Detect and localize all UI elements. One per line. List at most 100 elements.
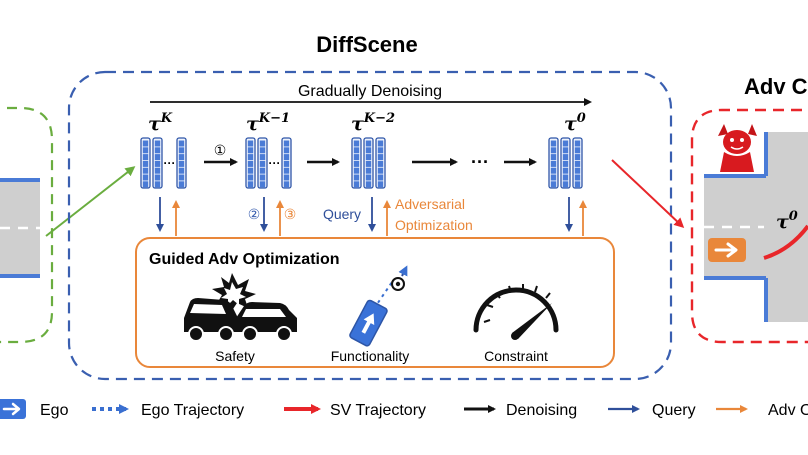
trajectory-token xyxy=(377,160,384,167)
trajectory-token xyxy=(154,140,161,147)
trajectory-token xyxy=(365,181,372,188)
trajectory-token xyxy=(353,140,360,147)
tau-0-label: τ0 xyxy=(564,111,586,135)
trajectory-token xyxy=(259,181,266,188)
trajectory-token xyxy=(365,147,372,154)
trajectory-token xyxy=(353,181,360,188)
trajectory-token xyxy=(562,167,569,174)
adv-opt-arrows xyxy=(172,200,587,236)
right-tau-label: τ0 xyxy=(776,209,798,233)
token-ellipsis: ··· xyxy=(269,156,281,170)
trajectory-token xyxy=(353,147,360,154)
trajectory-token xyxy=(283,140,290,147)
trajectory-token xyxy=(154,181,161,188)
functionality-label: Functionality xyxy=(331,348,410,364)
trajectory-token xyxy=(562,160,569,167)
tau-k-minus-2-label: τK−2 xyxy=(351,111,395,135)
trajectory-token xyxy=(562,181,569,188)
trajectory-token xyxy=(154,160,161,167)
trajectory-token xyxy=(574,181,581,188)
trajectory-stacks: ··· ··· xyxy=(140,137,583,189)
trajectory-token xyxy=(562,154,569,161)
trajectory-token xyxy=(574,167,581,174)
diagram-title: DiffScene xyxy=(316,32,417,57)
trajectory-token xyxy=(365,160,372,167)
safety-label: Safety xyxy=(215,348,255,364)
trajectory-token xyxy=(154,167,161,174)
trajectory-token xyxy=(259,154,266,161)
trajectory-token xyxy=(178,167,185,174)
legend-ego-icon xyxy=(0,399,26,419)
trajectory-token xyxy=(178,174,185,181)
trajectory-token xyxy=(574,174,581,181)
denoising-label: Gradually Denoising xyxy=(298,83,442,100)
functionality-icon xyxy=(349,265,408,347)
speedometer-icon xyxy=(473,284,559,340)
trajectory-token xyxy=(574,140,581,147)
trajectory-token xyxy=(550,147,557,154)
trajectory-token xyxy=(178,160,185,167)
trajectory-token xyxy=(353,154,360,161)
trajectory-token xyxy=(365,140,372,147)
legend-adv-opt: Adv O xyxy=(768,402,808,419)
trajectory-token xyxy=(247,167,254,174)
trajectory-token xyxy=(154,147,161,154)
trajectory-token xyxy=(377,174,384,181)
output-arrow xyxy=(611,159,685,229)
query-label: Query xyxy=(323,206,361,222)
trajectory-token xyxy=(377,167,384,174)
trajectory-token xyxy=(283,160,290,167)
trajectory-token xyxy=(247,174,254,181)
step-one-marker: ① xyxy=(214,142,227,158)
trajectory-token xyxy=(154,174,161,181)
trajectory-token xyxy=(178,140,185,147)
trajectory-token xyxy=(142,160,149,167)
trajectory-token xyxy=(377,140,384,147)
sv-trajectory-curve xyxy=(763,224,808,260)
step-three-marker: ③ xyxy=(284,206,297,222)
trajectory-token xyxy=(142,140,149,147)
trajectory-token xyxy=(550,160,557,167)
trajectory-token xyxy=(562,147,569,154)
tau-k-label: τK xyxy=(148,111,173,135)
tau-k-minus-1-label: τK−1 xyxy=(246,111,290,135)
trajectory-token xyxy=(550,181,557,188)
trajectory-token xyxy=(365,174,372,181)
trajectory-token xyxy=(142,154,149,161)
denoise-ellipsis: ··· xyxy=(471,152,489,172)
left-scene-panel xyxy=(0,106,54,344)
legend-ego: Ego xyxy=(40,402,69,419)
diffscene-frame xyxy=(67,70,673,381)
token-ellipsis: ··· xyxy=(164,156,176,170)
trajectory-token xyxy=(247,147,254,154)
constraint-label: Constraint xyxy=(484,348,548,364)
trajectory-token xyxy=(142,167,149,174)
trajectory-token xyxy=(550,167,557,174)
trajectory-token xyxy=(259,174,266,181)
devil-icon xyxy=(718,124,757,172)
legend-denoising: Denoising xyxy=(506,402,577,419)
trajectory-token xyxy=(283,147,290,154)
trajectory-token xyxy=(247,154,254,161)
trajectory-token xyxy=(574,147,581,154)
right-scene-panel xyxy=(690,108,808,344)
trajectory-token xyxy=(178,181,185,188)
step-two-marker: ② xyxy=(248,206,261,222)
right-panel-title: Adv C xyxy=(744,74,808,99)
trajectory-token xyxy=(550,174,557,181)
trajectory-token xyxy=(259,147,266,154)
trajectory-token xyxy=(142,181,149,188)
query-arrows xyxy=(156,197,573,232)
trajectory-token xyxy=(562,174,569,181)
legend-sv-trajectory: SV Trajectory xyxy=(330,402,426,419)
trajectory-token xyxy=(365,167,372,174)
trajectory-token xyxy=(154,154,161,161)
trajectory-token xyxy=(247,181,254,188)
legend-ego-trajectory: Ego Trajectory xyxy=(141,402,244,419)
trajectory-token xyxy=(283,181,290,188)
trajectory-token xyxy=(142,147,149,154)
trajectory-token xyxy=(353,160,360,167)
trajectory-token xyxy=(574,154,581,161)
trajectory-token xyxy=(283,167,290,174)
